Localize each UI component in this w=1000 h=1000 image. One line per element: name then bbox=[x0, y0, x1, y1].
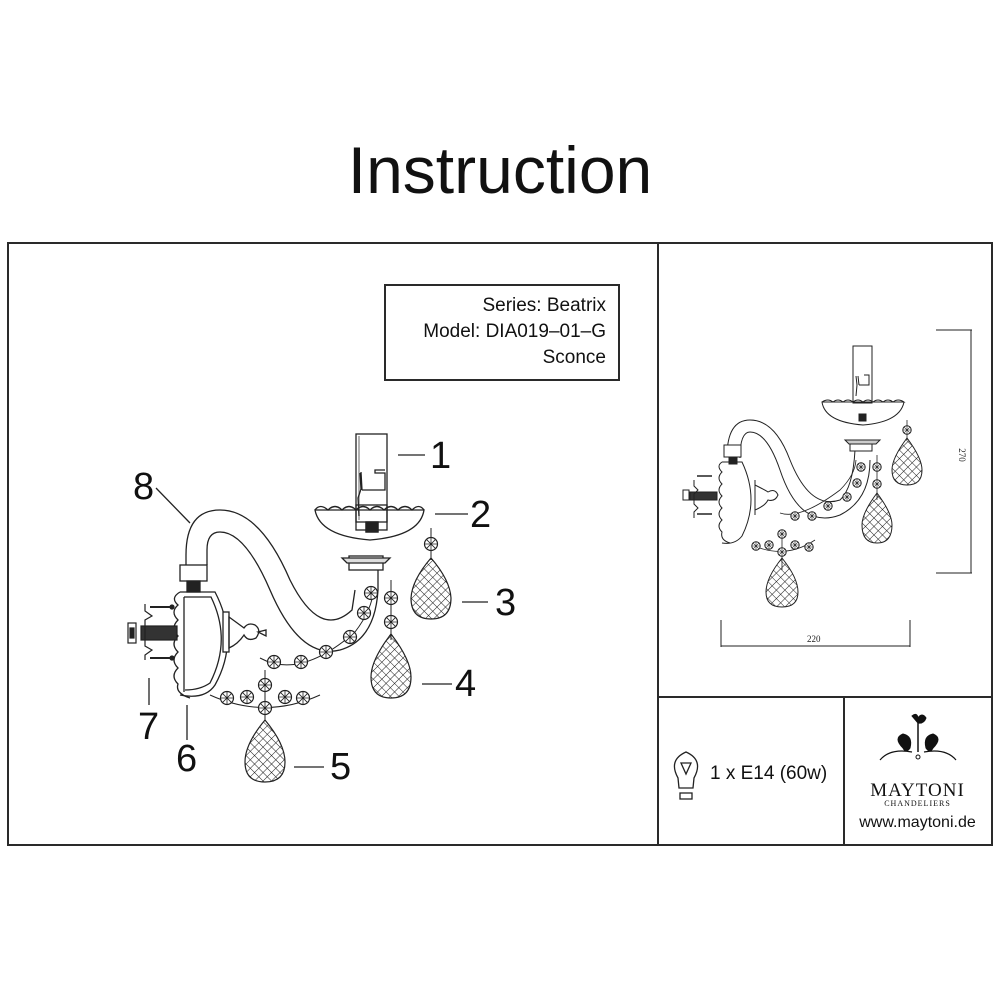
callout-leaders bbox=[148, 454, 488, 768]
dimension-lines bbox=[720, 329, 972, 647]
callout-4: 4 bbox=[455, 663, 477, 705]
model-label: Model: DIA019–01–G bbox=[423, 321, 606, 342]
mounting-bracket-part bbox=[127, 604, 178, 661]
frame-divider-horizontal bbox=[657, 696, 991, 698]
brand-url[interactable]: www.maytoni.de bbox=[859, 814, 976, 831]
wall-plate-part bbox=[173, 591, 267, 699]
series-label: Series: Beatrix bbox=[482, 295, 606, 316]
callout-5: 5 bbox=[330, 746, 352, 788]
callout-2: 2 bbox=[470, 494, 492, 536]
drop-crystal-3 bbox=[410, 557, 452, 620]
frame-divider-vertical bbox=[657, 242, 659, 844]
drop-crystal-4 bbox=[370, 633, 412, 699]
callout-7: 7 bbox=[138, 706, 160, 748]
type-label: Sconce bbox=[542, 347, 606, 368]
page-title: Instruction bbox=[347, 133, 653, 207]
bobeche-part bbox=[314, 504, 425, 541]
brand-subtitle: CHANDELIERS bbox=[884, 799, 951, 808]
bulb-spec: 1 x E14 (60w) bbox=[710, 763, 828, 784]
instruction-frame bbox=[7, 242, 993, 846]
callout-1: 1 bbox=[430, 435, 452, 477]
callout-8: 8 bbox=[133, 466, 155, 508]
drop-crystal-5 bbox=[244, 719, 286, 783]
callout-6: 6 bbox=[176, 738, 198, 780]
frame-divider-footer bbox=[843, 696, 845, 844]
product-info-box: Series: Beatrix Model: DIA019–01–G Sconc… bbox=[384, 284, 620, 381]
width-dimension: 220 bbox=[807, 634, 821, 644]
brand-name: MAYTONI bbox=[870, 780, 965, 801]
bead-chains bbox=[209, 528, 439, 720]
callout-3: 3 bbox=[495, 582, 517, 624]
